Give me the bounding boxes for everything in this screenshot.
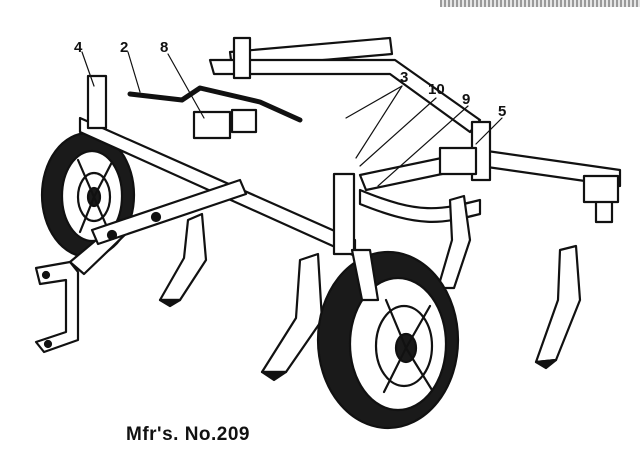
right-wheel [316, 248, 460, 430]
callout-2: 2 [120, 39, 128, 56]
shovels [158, 194, 582, 382]
callout-5: 5 [498, 103, 506, 120]
callout-10: 10 [428, 81, 445, 98]
callout-3: 3 [400, 69, 408, 86]
scan-artifact-strip [440, 0, 640, 7]
handle-bar [127, 85, 303, 123]
clamps [192, 108, 620, 204]
callout-labels: 4 2 8 3 10 9 5 [74, 39, 506, 187]
callout-8: 8 [160, 39, 168, 56]
callout-9: 9 [462, 91, 470, 108]
callout-4: 4 [74, 39, 83, 56]
figure-caption: Mfr's. No.209 [126, 424, 250, 445]
